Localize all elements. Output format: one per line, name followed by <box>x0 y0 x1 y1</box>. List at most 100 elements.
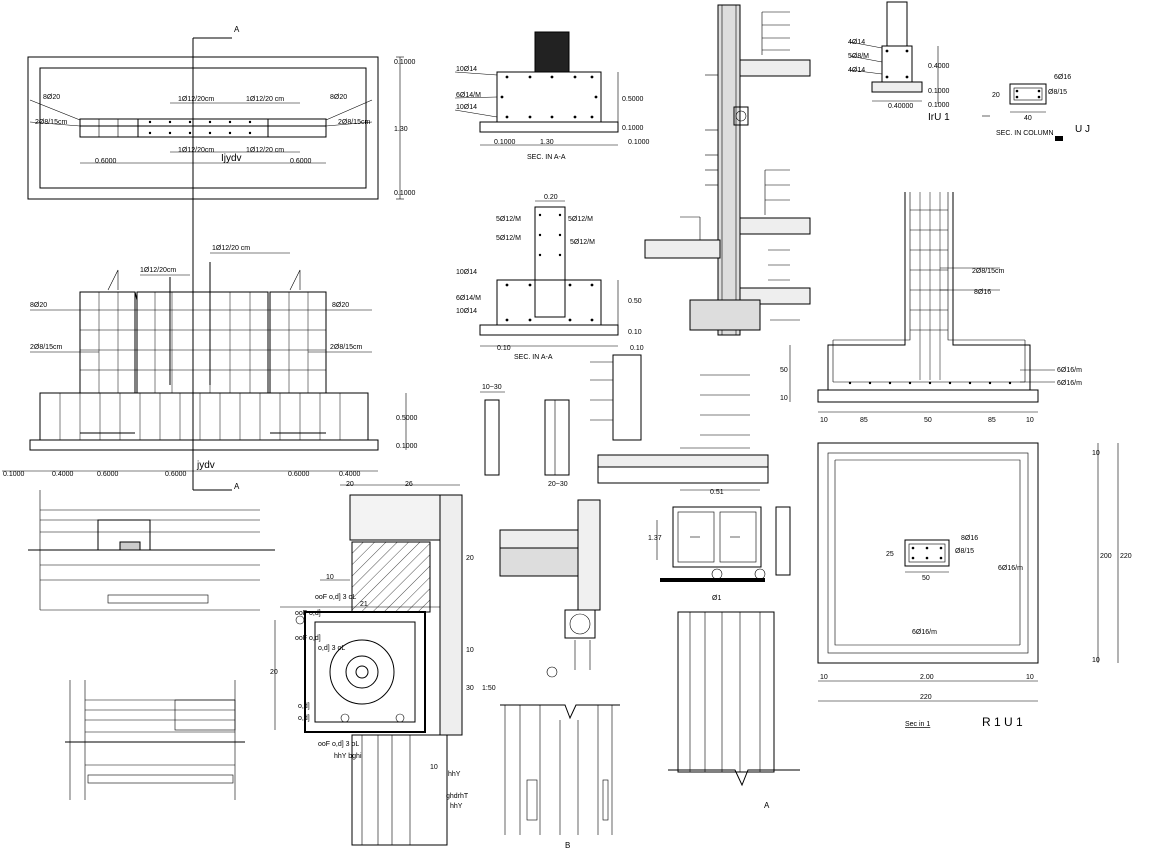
r1-mark: R 1 U 1 <box>982 715 1023 729</box>
window-elevation: 1.37 Ø1 <box>648 506 791 602</box>
rail-detail: B <box>500 704 620 850</box>
r1-plan-bot-220: 220 <box>920 694 932 701</box>
plan-bottom-label-2: 1Ø12/20 cm <box>246 147 284 154</box>
box-dim-3: 10 <box>326 574 334 581</box>
plan-dim-seg-1: 0.6000 <box>95 158 117 165</box>
box-side-2: 10 <box>466 647 474 654</box>
r1-bottom-dots <box>848 381 1012 385</box>
aa2-bar-l1: 5Ø12/M <box>496 216 521 223</box>
frame-mark-a: A <box>764 801 770 810</box>
r1-dim-w-5: 10 <box>1026 417 1034 424</box>
column-rebar <box>885 49 909 79</box>
aa2-bar-side: 6Ø14/M <box>456 295 481 302</box>
elev-right-bar-label: 8Ø20 <box>332 302 349 309</box>
plan-top-label-1: 1Ø12/20cm <box>178 96 214 103</box>
aa2-bar-l2: 5Ø12/M <box>496 235 521 242</box>
r1-stirrup: 2Ø8/15cm <box>972 268 1004 275</box>
r1-bar: 8Ø16 <box>974 289 991 296</box>
footing-elevation: 1Ø12/20 cm 1Ø12/20cm 8Ø20 8Ø20 2Ø8/15cm … <box>2 245 418 478</box>
col-sec-dim-w: 40 <box>1024 115 1032 122</box>
box-label-2: ooF o,d] <box>295 610 321 617</box>
aa1-bar-bottom: 10Ø14 <box>456 104 477 111</box>
elev-dim-b1: 0.1000 <box>3 471 25 478</box>
aa2-bar-top: 10Ø14 <box>456 269 477 276</box>
col-sec-bar-2: Ø8/15 <box>1048 89 1067 96</box>
section-aa-1-rebar <box>500 75 598 119</box>
wall-dim-bot: 20~30 <box>548 481 568 488</box>
aa1-bar-top: 10Ø14 <box>456 66 477 73</box>
aa1-dim-height: 0.5000 <box>622 96 644 103</box>
column-mark: IrU 1 <box>928 112 950 123</box>
column-detail: 4Ø14 5Ø8/M 4Ø14 0.4000 0.1000 0.1000 0.4… <box>848 1 1090 141</box>
column-bar-1: 4Ø14 <box>848 39 865 46</box>
box-side-3: 30 <box>466 685 474 692</box>
plan-rebar-dots <box>148 120 252 135</box>
r1-plan-dim-10a: 10 <box>1092 450 1100 457</box>
box-dim-2: 26 <box>405 481 413 488</box>
plan-dim-top: 0.1000 <box>394 59 416 66</box>
box-label-8: hhY bghi <box>334 753 362 760</box>
box-dim-5: 20 <box>270 669 278 676</box>
r1-plan-dim-10b: 10 <box>1092 657 1100 664</box>
wall-leader-lines <box>680 11 800 321</box>
r1-dim-h1: 50 <box>780 367 788 374</box>
aa1-title: SEC. IN A-A <box>527 154 566 161</box>
column-dim-bottom: 0.40000 <box>888 103 913 110</box>
window-dim-w: 0.51 <box>710 489 724 496</box>
plan-left-bar-label: 8Ø20 <box>43 94 60 101</box>
box-dim-4: 21 <box>360 601 368 608</box>
aa1-dim-base: 0.1000 <box>622 125 644 132</box>
r1-plan-bar-1: 8Ø16 <box>961 535 978 542</box>
r1-mesh-1: 6Ø16/m <box>1057 367 1082 374</box>
elev-upper-label-1: 1Ø12/20 cm <box>212 245 250 252</box>
footing-r1-section: 2Ø8/15cm 8Ø16 6Ø16/m 6Ø16/m 50 10 10 85 … <box>780 192 1082 424</box>
column-dim-3: 0.1000 <box>928 102 950 109</box>
wall-section-detail <box>644 4 811 336</box>
elev-left-stirrup-label: 2Ø8/15cm <box>30 344 62 351</box>
aa2-dim-top: 0.20 <box>544 194 558 201</box>
elev-caption: jydv <box>196 460 215 471</box>
col-sec-dim-h: 20 <box>992 92 1000 99</box>
r1-caption: Sec in 1 <box>905 721 930 728</box>
plan-dim-seg-2: 0.6000 <box>290 158 312 165</box>
cut-marker-a-top: A <box>234 25 240 34</box>
box-label-4: ooF o,d] <box>295 635 321 642</box>
elevation-rebar-grid <box>59 292 341 440</box>
elev-dim-h1: 0.5000 <box>396 415 418 422</box>
plan-bottom-label-1: 1Ø12/20cm <box>178 147 214 154</box>
wall-pieces: 10~30 20~30 0.51 <box>480 354 769 496</box>
rail-mark-b: B <box>565 841 570 850</box>
plan-dim-bottom: 0.1000 <box>394 190 416 197</box>
aa2-bar-r1: 5Ø12/M <box>568 216 593 223</box>
elev-dim-h2: 0.1000 <box>396 443 418 450</box>
left-bottom-details <box>28 490 275 800</box>
r1-plan-mesh-h: 6Ø16/m <box>912 629 937 636</box>
column-bar-3: 4Ø14 <box>848 67 865 74</box>
col-sec-bar-1: 6Ø16 <box>1054 74 1071 81</box>
window-mark: Ø1 <box>712 595 721 602</box>
aa2-bar-bottom: 10Ø14 <box>456 308 477 315</box>
aa2-title: SEC. IN A-A <box>514 354 553 361</box>
r1-plan-bar-2: Ø8/15 <box>955 548 974 555</box>
elev-upper-label-2: 1Ø12/20cm <box>140 267 176 274</box>
box-label-10: ghdrhT <box>446 793 469 800</box>
box-label-1: ooF o,d] 3 oL <box>315 594 356 601</box>
column-bar-2: 5Ø8/M <box>848 53 869 60</box>
box-side-1: 20 <box>466 555 474 562</box>
plan-dim-total: 1.30 <box>394 126 408 133</box>
r1-dim-w-1: 10 <box>820 417 828 424</box>
box-label-6: o,d] <box>298 715 310 722</box>
rail-scale: 1:50 <box>482 685 496 692</box>
r1-plan-dim-50: 50 <box>922 575 930 582</box>
aa2-dim-left: 0.10 <box>497 345 511 352</box>
shutter-side-detail: 1:50 <box>482 499 601 692</box>
r1-rebar-grid <box>910 192 948 380</box>
box-label-7: ooF o,d] 3 oL <box>318 741 359 748</box>
elev-dim-b2: 0.4000 <box>52 471 74 478</box>
wall-dim-top: 10~30 <box>482 384 502 391</box>
aa2-bar-r2: 5Ø12/M <box>570 239 595 246</box>
plan-right-stirrup-label: 2Ø8/15cm <box>338 119 370 126</box>
box-dim-1: 20 <box>346 481 354 488</box>
elev-dim-b5: 0.6000 <box>288 471 310 478</box>
